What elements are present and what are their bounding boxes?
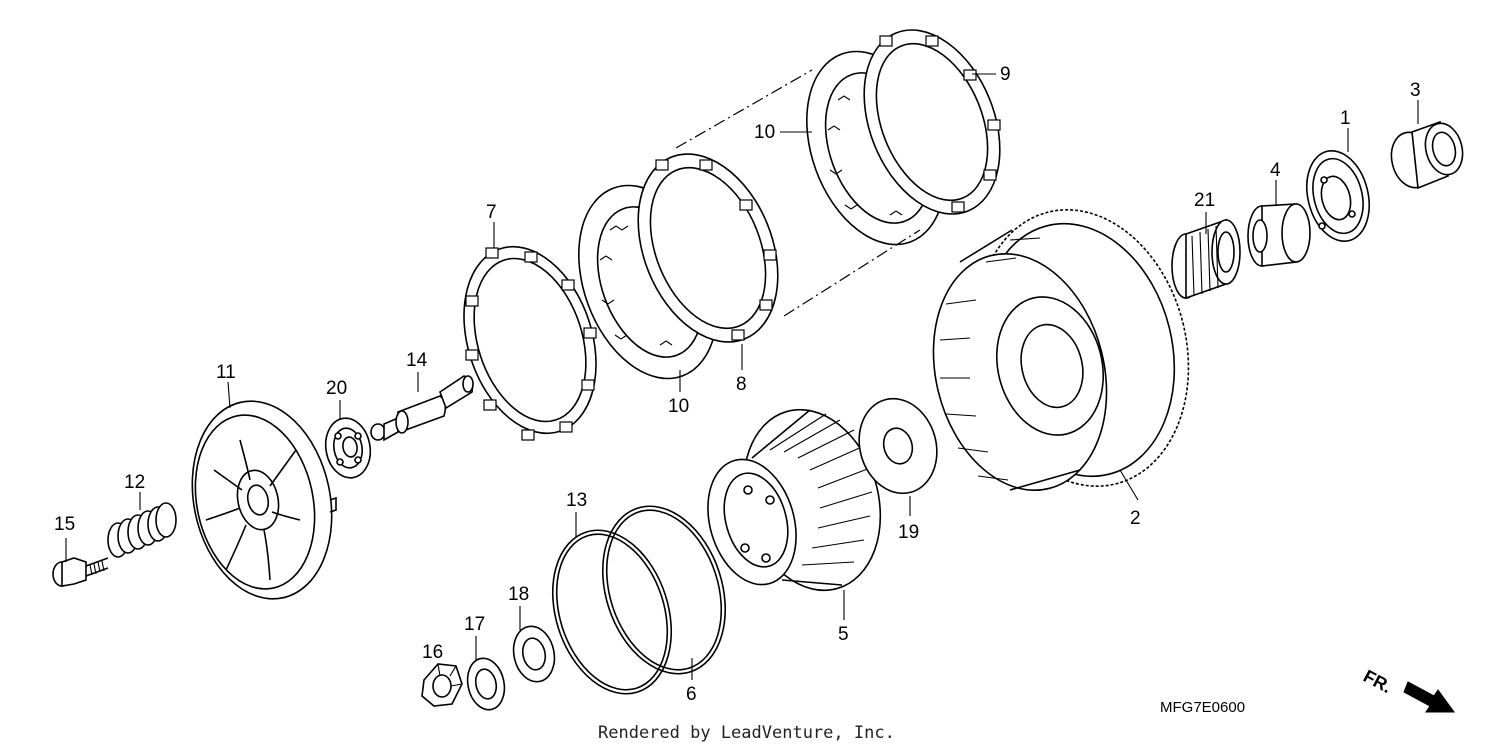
- alignment-line-top: [675, 69, 813, 149]
- callout-8: 8: [736, 374, 747, 395]
- part-8-friction-disc: [637, 153, 779, 343]
- callout-4: 4: [1270, 160, 1281, 181]
- callout-9: 9: [1000, 64, 1011, 85]
- callout-10-lower: 10: [668, 396, 689, 417]
- part-21-needle-bearing: [1171, 218, 1241, 300]
- callout-16: 16: [422, 642, 443, 663]
- part-17-washer: [466, 657, 506, 711]
- part-6-ring: [601, 505, 727, 675]
- render-credit: Rendered by LeadVenture, Inc.: [598, 723, 895, 743]
- callout-6: 6: [686, 684, 697, 705]
- callout-17: 17: [464, 614, 485, 635]
- part-5-clutch-center: [707, 408, 882, 592]
- callout-15: 15: [54, 514, 75, 535]
- callout-11: 11: [216, 362, 236, 383]
- part-20-bearing: [324, 417, 372, 479]
- part-13-ring: [551, 529, 673, 695]
- callout-18: 18: [508, 584, 529, 605]
- callout-12: 12: [124, 472, 145, 493]
- callout-2: 2: [1130, 508, 1141, 529]
- part-12-spring: [107, 502, 177, 558]
- part-11-pressure-plate: [191, 400, 337, 600]
- front-marker-label: FR.: [1360, 666, 1395, 697]
- callout-5: 5: [838, 624, 849, 645]
- front-arrow-icon: [1403, 681, 1455, 713]
- front-direction-marker: FR.: [1360, 666, 1455, 713]
- part-14-lifter-rod: [370, 375, 474, 442]
- callout-21: 21: [1194, 190, 1215, 211]
- part-3-collar: [1390, 120, 1464, 190]
- callout-7: 7: [486, 202, 497, 223]
- callout-3: 3: [1410, 80, 1421, 101]
- callout-20: 20: [326, 378, 347, 399]
- part-1-sprocket: [1306, 149, 1370, 243]
- callout-13: 13: [566, 490, 587, 511]
- part-18-washer: [512, 625, 556, 683]
- part-15-bolt: [52, 557, 109, 587]
- leader-lines: [65, 73, 1419, 680]
- part-2-clutch-outer: [932, 209, 1190, 491]
- callout-1: 1: [1340, 108, 1351, 129]
- part-16-nut: [421, 663, 463, 707]
- part-19-washer: [858, 397, 938, 495]
- callout-14: 14: [406, 350, 428, 371]
- part-4-bushing: [1247, 203, 1311, 267]
- part-7-friction-disc: [463, 245, 597, 441]
- callout-10-upper: 10: [754, 122, 775, 143]
- alignment-line-bottom: [783, 229, 921, 317]
- part-9-friction-disc: [863, 29, 1001, 215]
- callout-19: 19: [898, 522, 919, 543]
- diagram-code: MFG7E0600: [1160, 699, 1245, 716]
